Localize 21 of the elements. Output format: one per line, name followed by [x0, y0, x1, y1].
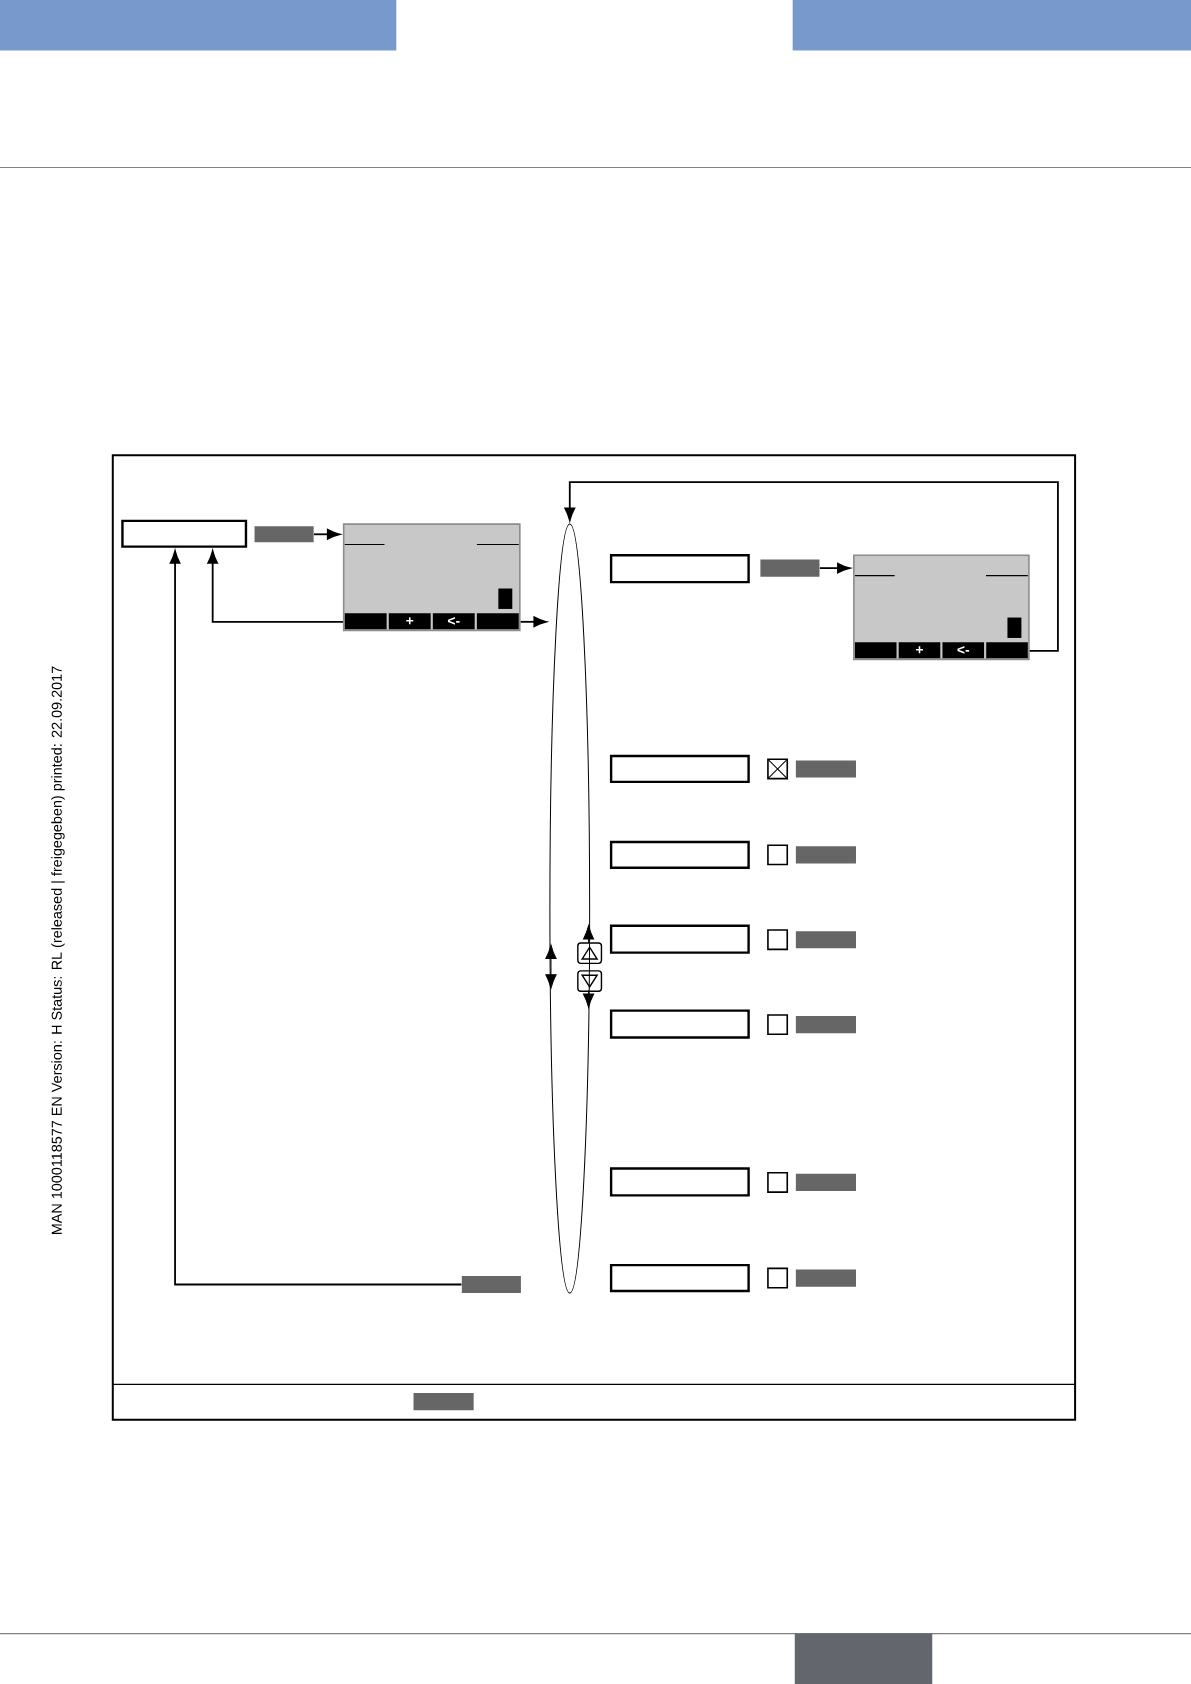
menu-box [609, 840, 750, 869]
arrow [313, 528, 341, 540]
arrow [564, 481, 1059, 652]
menu-box [609, 754, 750, 784]
menu-loop [549, 523, 591, 1294]
arrow [207, 550, 344, 623]
menu-box [609, 1263, 750, 1293]
document-info: MAN 1000118577 EN Version: H Status: RL (released | freigegeben) printed: 22.09.2017 [51, 666, 65, 1234]
arrow [519, 616, 547, 628]
arrow [818, 562, 851, 574]
display-screen: + <- [342, 523, 521, 632]
softkey-label [461, 1275, 521, 1294]
softkey-label [254, 526, 314, 543]
menu-box [609, 1009, 750, 1039]
arrow [169, 550, 463, 1286]
menu-box [609, 554, 750, 584]
softkey-label [760, 559, 820, 577]
menu-box [121, 519, 248, 548]
display-screen: + <- [853, 554, 1030, 661]
menu-box [609, 1167, 750, 1197]
menu-box [609, 924, 750, 954]
